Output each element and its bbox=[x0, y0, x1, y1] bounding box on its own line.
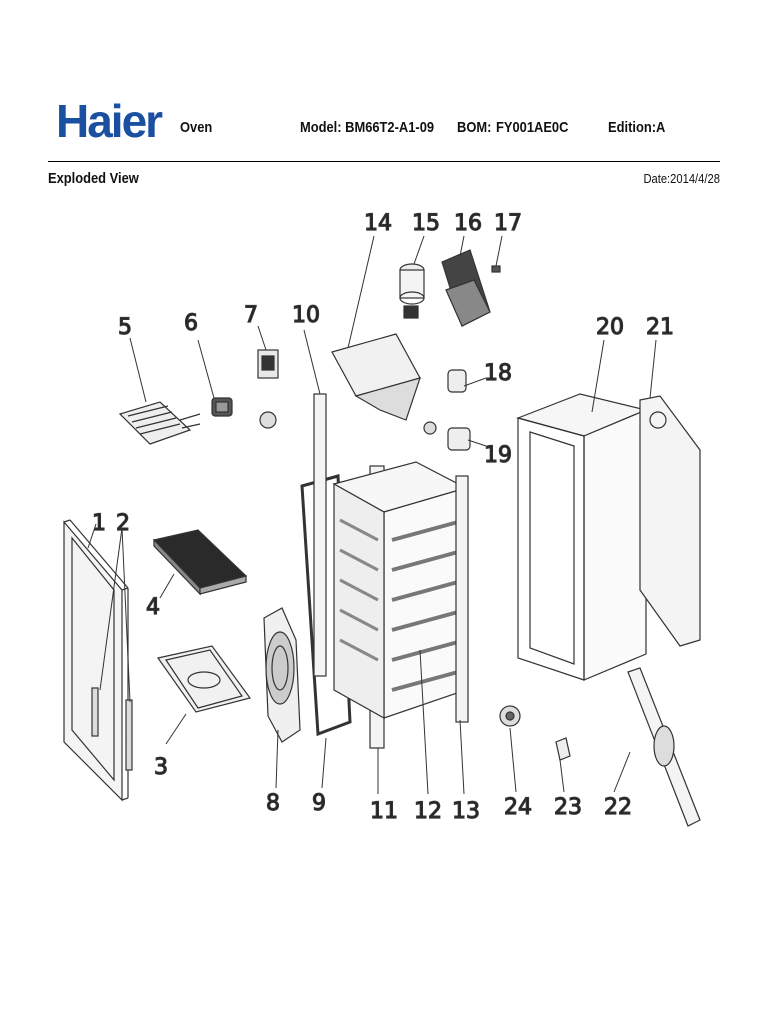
bom-label: BOM: bbox=[457, 119, 492, 136]
part-4-wire-rack bbox=[152, 529, 248, 596]
callout-17: 17 bbox=[494, 211, 522, 236]
part-21-back-panel bbox=[639, 395, 701, 647]
haier-logo: Haier bbox=[56, 95, 163, 147]
callout-2: 2 bbox=[116, 511, 130, 536]
callout-19: 19 bbox=[484, 443, 512, 468]
callout-7: 7 bbox=[244, 303, 258, 328]
callout-12: 12 bbox=[414, 799, 442, 824]
part-14-top-deflector bbox=[331, 333, 421, 421]
part-22-control-panel bbox=[627, 667, 701, 827]
part-17-clip bbox=[491, 265, 501, 273]
callout-16: 16 bbox=[454, 211, 482, 236]
callout-6: 6 bbox=[184, 311, 198, 336]
callout-24: 24 bbox=[504, 795, 532, 820]
callout-8: 8 bbox=[266, 791, 280, 816]
callout-5: 5 bbox=[118, 315, 132, 340]
leader-lines bbox=[87, 235, 657, 795]
part-10-side-rail bbox=[313, 393, 327, 677]
callout-labels: 1 2 3 4 5 6 7 8 9 10 11 12 13 14 15 16 1… bbox=[91, 210, 674, 824]
part-3-baking-tray bbox=[156, 645, 252, 713]
part-20-outer-casing bbox=[516, 393, 648, 681]
part-24-timer bbox=[499, 705, 521, 727]
callout-3: 3 bbox=[154, 755, 168, 780]
callout-10: 10 bbox=[292, 303, 320, 328]
product-name: Oven bbox=[180, 119, 213, 136]
part-5-grill-element bbox=[118, 401, 201, 445]
part-8-fan-cover bbox=[263, 607, 301, 743]
callout-9: 9 bbox=[312, 791, 326, 816]
edition: Edition:A bbox=[608, 119, 666, 136]
callout-20: 20 bbox=[596, 315, 624, 340]
document-date: Date:2014/4/28 bbox=[643, 171, 720, 186]
part-7-switch bbox=[257, 349, 279, 429]
part-16-cooling-fan bbox=[441, 249, 491, 327]
part-15-motor-part bbox=[399, 263, 425, 319]
callout-13: 13 bbox=[452, 799, 480, 824]
callout-18: 18 bbox=[484, 361, 512, 386]
callout-11: 11 bbox=[370, 799, 398, 824]
part-18-bracket bbox=[423, 369, 467, 435]
callout-23: 23 bbox=[554, 795, 582, 820]
header-divider bbox=[48, 161, 720, 162]
model-number: Model: BM66T2-A1-09 bbox=[300, 119, 435, 136]
part-1-door-frame bbox=[63, 519, 129, 802]
part-23-plate bbox=[555, 737, 571, 761]
callout-22: 22 bbox=[604, 795, 632, 820]
section-title: Exploded View bbox=[48, 170, 139, 187]
part-19-bracket bbox=[447, 427, 471, 451]
callout-15: 15 bbox=[412, 211, 440, 236]
callout-14: 14 bbox=[364, 211, 392, 236]
part-6-lamp bbox=[211, 397, 233, 417]
part-12-oven-cavity bbox=[332, 461, 468, 720]
bom-value: FY001AE0C bbox=[496, 119, 569, 136]
part-13-rear-rail bbox=[455, 475, 469, 723]
callout-1: 1 bbox=[92, 511, 106, 536]
callout-21: 21 bbox=[646, 315, 674, 340]
part-2-hinges bbox=[91, 687, 133, 771]
callout-4: 4 bbox=[146, 595, 160, 620]
